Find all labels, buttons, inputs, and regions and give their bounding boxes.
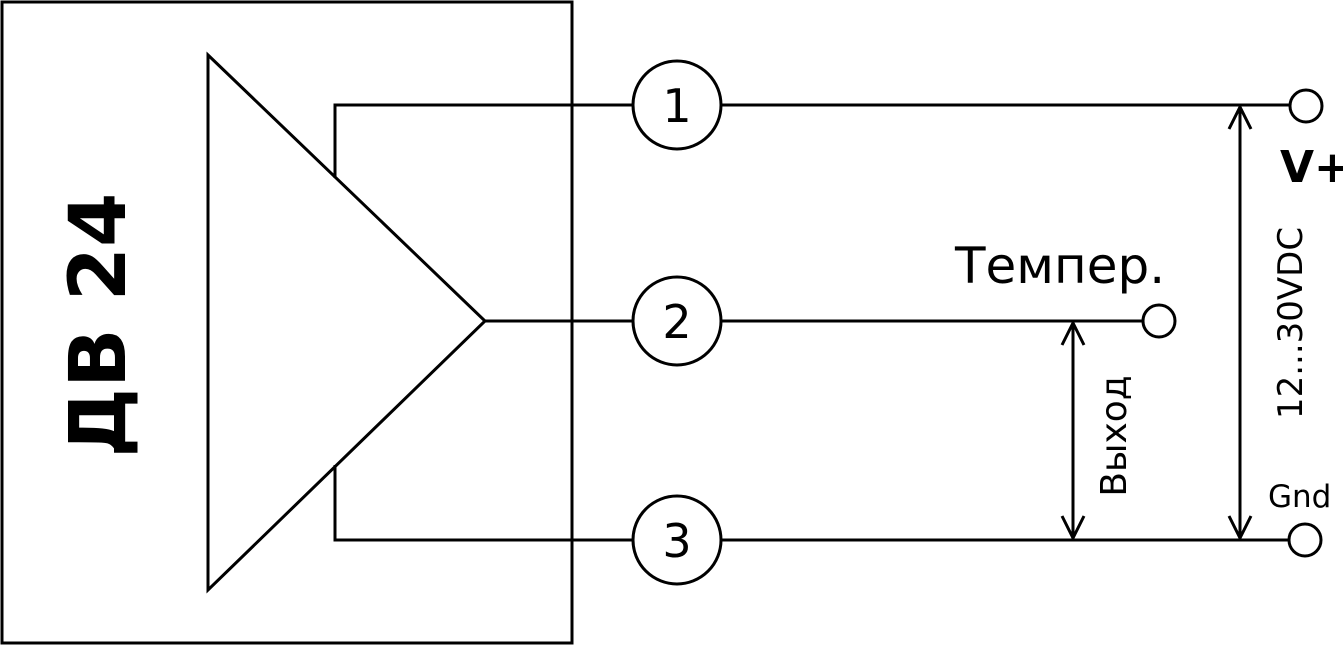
output-voltage-arrow [1060,319,1086,542]
pin-3-label: 3 [662,514,691,568]
amplifier-triangle [206,51,488,594]
output-label: Выход [1094,375,1135,496]
pin-2-label: 2 [662,295,691,349]
gnd-label: Gnd [1268,479,1331,515]
pin-2: 2 [631,275,723,367]
vplus-label: V+ [1280,142,1343,193]
device-label: ДВ 24 [54,193,144,458]
pin-3: 3 [631,494,723,586]
supply-label: 12...30VDC [1271,227,1311,419]
terminal-vplus [1288,88,1324,124]
temp-label: Темпер. [954,237,1165,295]
terminal-temp [1141,303,1177,339]
terminal-gnd [1287,522,1323,558]
supply-voltage-arrow [1227,103,1253,542]
pin-1-label: 1 [662,79,691,133]
pin-1: 1 [631,59,723,151]
wire-supply-internal [333,103,633,178]
wire-ground-internal [333,465,633,542]
